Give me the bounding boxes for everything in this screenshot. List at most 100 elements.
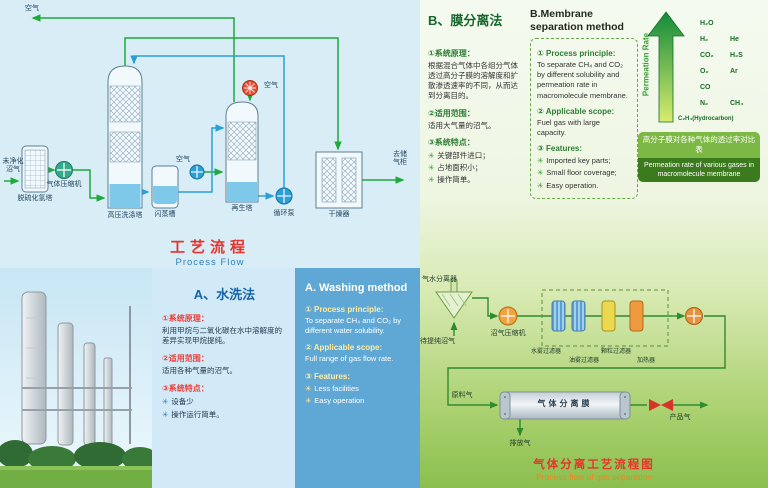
filter-group-box — [541, 289, 669, 347]
flash-tank — [151, 165, 179, 209]
flow1-title: 工艺流程 Process Flow — [130, 236, 290, 268]
a-cn-principle-body: 利用甲烷与二氧化碳在水中溶解度的差异实现甲烷提纯。 — [162, 326, 282, 346]
a-en-feature-2: Easy operation — [314, 395, 365, 405]
label-h2s-tower: 脱硫化氢塔 — [17, 195, 53, 202]
washing-method-en: A. Washing method ① Process principle: T… — [295, 268, 420, 488]
panel-a-title-en: A. Washing method — [305, 282, 408, 294]
label-air-fan: 空气 — [264, 82, 278, 89]
a-cn-scope-head: ②适用范围： — [162, 354, 209, 364]
b-cn-scope-head: ②适用范围： — [428, 108, 475, 118]
photo-trees — [0, 440, 152, 472]
label-separator: 气水分离器 — [422, 276, 457, 283]
plant-photo — [0, 268, 152, 488]
oil-mist-filter — [571, 300, 586, 332]
label-air-mid: 空气 — [176, 156, 190, 163]
a-en-feature-1: Less facilities — [314, 383, 359, 393]
b-en-scope-body: Fuel gas with large capacity. — [537, 117, 600, 137]
b-cn-feature-3: 操作简单。 — [437, 175, 475, 185]
flow2-title: 气体分离工艺流程图 Process flow of gas separation — [484, 456, 704, 482]
bullet-icon: ✳ — [162, 409, 169, 419]
biogas-compressor-icon — [498, 306, 518, 326]
a-cn-principle-head: ①系统原理： — [162, 314, 209, 323]
booster-blower-icon — [685, 307, 703, 325]
flow2-lines — [447, 297, 726, 437]
plant-photo-graphic — [0, 268, 152, 488]
permeation-caption: 高分子膜对各种气体的透过率对比表 Permeation rate of vari… — [638, 132, 760, 182]
b-cn-feature-item: ✳ 关键部件进口； — [428, 151, 524, 160]
gas-water-separator — [435, 279, 473, 319]
label-raw-gas-2: 原料气 — [451, 392, 473, 399]
b-en-feature-1: Imported key parts; — [546, 155, 611, 165]
air-fan-icon — [242, 80, 258, 96]
label-flash-tank: 闪蒸槽 — [154, 211, 176, 218]
bullet-icon: ✳ — [428, 150, 435, 160]
label-biogas-compressor: 沼气压缩机 — [490, 330, 526, 337]
flow1-title-cn: 工艺流程 — [169, 239, 250, 256]
b-en-feature-item: ✳ Imported key parts; — [537, 156, 631, 165]
washing-method-panel: A、水洗法 ①系统原理： 利用甲烷与二氧化碳在水中溶解度的差异实现甲烷提纯。 ②… — [152, 268, 420, 488]
b-en-feature-2: Small floor coverage; — [546, 168, 617, 178]
process-flow-diagram — [4, 14, 405, 209]
gas-lines — [4, 14, 405, 202]
flow2-title-cn: 气体分离工艺流程图 — [533, 459, 655, 471]
permeation-caption-en: Permeation rate of various gases in macr… — [638, 157, 760, 182]
permeation-caption-cn: 高分子膜对各种气体的透过率对比表 — [638, 132, 760, 158]
photo-towers — [21, 291, 132, 446]
label-gas-compressor: 气体压缩机 — [46, 181, 82, 188]
regen-tower — [225, 101, 259, 203]
b-en-feature-item: ✳ Small floor coverage; — [537, 168, 631, 177]
gas-separation-diagram — [435, 279, 726, 437]
a-en-principle-head: ① Process principle: — [305, 305, 384, 315]
label-to-storage: 去储气柜 — [393, 151, 407, 167]
b-cn-feature-1: 关键部件进口； — [437, 150, 490, 160]
washing-method-cn: A、水洗法 ①系统原理： 利用甲烷与二氧化碳在水中溶解度的差异实现甲烷提纯。 ②… — [152, 268, 295, 488]
label-wash-tower: 高压洗涤塔 — [107, 212, 143, 219]
label-raw-gas: 未净化沼气 — [2, 158, 24, 174]
b-cn-feature-item: ✳ 占地面积小； — [428, 163, 524, 172]
a-cn-scope-body: 适用各种气量的沼气。 — [162, 366, 237, 376]
gas-label: Ar — [730, 68, 738, 75]
circulation-pump-icon — [275, 187, 293, 205]
gas-label: O₂ — [700, 68, 709, 75]
liquid-lines — [130, 55, 285, 200]
b-cn-feature-item: ✳ 操作简单。 — [428, 175, 524, 184]
gas-label: H₂ — [700, 36, 709, 43]
a-en-features-head: ③ Features: — [305, 371, 351, 381]
b-cn-features-head: ③系统特点： — [428, 137, 475, 147]
water-mist-filter — [551, 300, 566, 332]
a-en-feature-item: ✳ Less facilities — [305, 384, 412, 393]
valve-icon — [649, 399, 673, 411]
b-en-features-head: ③ Features: — [537, 143, 583, 153]
membrane-module — [499, 391, 631, 420]
bullet-icon: ✳ — [162, 397, 169, 407]
a-cn-feature-item: ✳ 设备少 — [162, 397, 287, 406]
membrane-method-panel: B、膜分离法 ①系统原理： 根据混合气体中各组分气体透过高分子膜的溶解度和扩散渗… — [420, 0, 768, 488]
label-oil-filter: 油雾过滤器 — [568, 358, 599, 364]
photo-grass — [0, 466, 152, 488]
permeation-arrow — [647, 11, 685, 123]
gas-label: C₂H₄(Hydrocarbon) — [678, 116, 734, 122]
b-cn-feature-2: 占地面积小； — [437, 163, 483, 172]
label-feed: 待提纯沼气 — [420, 338, 455, 345]
gas-separation-flow: 气水分离器 待提纯沼气 沼气压缩机 水雾过滤器 油雾过滤器 颗粒过滤器 加热器 … — [420, 268, 768, 456]
membrane-method-cn: ①系统原理： 根据混合气体中各组分气体透过高分子膜的溶解度和扩散渗透速率的不同，… — [428, 42, 524, 185]
photo-grass-highlight — [0, 466, 152, 470]
gas-label: CH₄ — [730, 100, 744, 107]
a-cn-feature-1: 设备少 — [171, 397, 194, 407]
air-blower-icon — [189, 164, 205, 180]
label-water-filter: 水雾过滤器 — [530, 349, 561, 355]
label-particle-filter: 颗粒过滤器 — [600, 349, 631, 355]
b-en-feature-item: ✳ Easy operation. — [537, 181, 631, 190]
b-en-principle-body: To separate CH₄ and CO₂ by different sol… — [537, 60, 628, 100]
flow1-title-en: Process Flow — [175, 257, 245, 268]
b-cn-principle-body: 根据混合气体中各组分气体透过高分子膜的溶解度和扩散渗透速率的不同，从而达到分离目… — [428, 61, 518, 101]
a-cn-feature-2: 操作运行简单。 — [171, 409, 224, 419]
gas-label: N₂ — [700, 100, 709, 107]
label-dryer: 干燥器 — [328, 211, 350, 218]
label-exhaust-gas: 排放气 — [509, 440, 531, 447]
panel-b-title-cn: B、膜分离法 — [428, 13, 503, 28]
a-cn-features-head: ③系统特点： — [162, 384, 209, 394]
gas-label: H₂S — [730, 52, 743, 59]
a-en-scope-body: Full range of gas flow rate. — [305, 354, 394, 364]
